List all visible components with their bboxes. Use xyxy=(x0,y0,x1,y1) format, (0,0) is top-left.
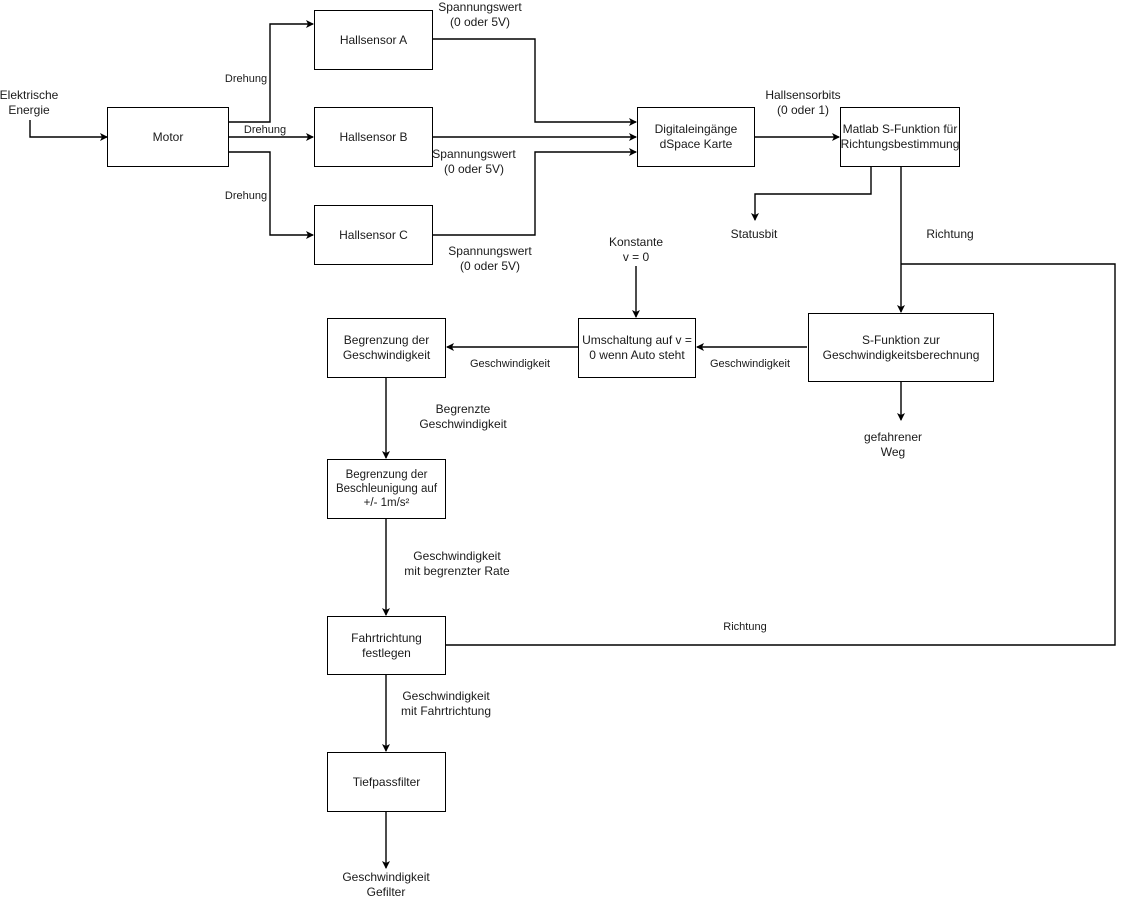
arrow-hall-a-dspace xyxy=(432,38,637,126)
label-voltage-c: Spannungswert (0 oder 5V) xyxy=(448,244,532,273)
block-limit-acceleration[interactable]: Begrenzung der Beschleunigung auf +/- 1m… xyxy=(327,459,446,519)
line-richtung-feedback xyxy=(446,263,1116,646)
label-richtung-bottom: Richtung xyxy=(723,621,767,633)
label-rate-limited: Geschwindigkeit mit begrenzter Rate xyxy=(404,549,510,578)
label-konstante: Konstante v = 0 xyxy=(608,235,664,264)
arrow-motor-hall-a xyxy=(228,20,314,123)
label-limited-speed: Begrenzte Geschwindigkeit xyxy=(419,402,507,431)
block-hallsensor-b[interactable]: Hallsensor B xyxy=(314,107,433,167)
label-energy: Elektrische Energie xyxy=(0,88,59,117)
label-statusbit: Statusbit xyxy=(730,227,778,241)
block-direction[interactable]: Fahrtrichtung festlegen xyxy=(327,616,446,675)
block-sfunction-speed[interactable]: S-Funktion zur Geschwindigkeitsberechnun… xyxy=(808,313,994,382)
label-speed-2: Geschwindigkeit xyxy=(469,358,551,370)
arrow-motor-hall-c xyxy=(228,151,314,239)
block-motor[interactable]: Motor xyxy=(107,107,229,167)
label-voltage-b: Spannungswert (0 oder 5V) xyxy=(432,147,516,176)
label-drehung-c: Drehung xyxy=(224,190,268,202)
label-speed-filtered: Geschwindigkeit Gefilter xyxy=(342,870,430,899)
block-hallsensor-c[interactable]: Hallsensor C xyxy=(314,205,433,265)
label-speed-1: Geschwindigkeit xyxy=(709,358,791,370)
label-hallsensorbits: Hallsensorbits (0 oder 1) xyxy=(765,88,841,117)
label-speed-direction: Geschwindigkeit mit Fahrtrichtung xyxy=(400,689,492,718)
arrow-matlab-statusbit xyxy=(751,166,872,221)
block-dspace[interactable]: Digitaleingänge dSpace Karte xyxy=(637,107,755,167)
label-voltage-a: Spannungswert (0 oder 5V) xyxy=(438,0,522,29)
label-drehung-a: Drehung xyxy=(224,73,268,85)
arrow-energy-motor xyxy=(29,120,108,141)
label-drehung-b: Drehung xyxy=(243,124,287,136)
block-hallsensor-a[interactable]: Hallsensor A xyxy=(314,10,433,70)
block-switch-v0[interactable]: Umschaltung auf v = 0 wenn Auto steht xyxy=(578,318,696,378)
block-limit-speed[interactable]: Begrenzung der Geschwindigkeit xyxy=(327,318,446,378)
label-richtung-top: Richtung xyxy=(926,227,974,241)
label-distance: gefahrener Weg xyxy=(863,430,923,459)
block-matlab-sfunction[interactable]: Matlab S-Funktion für Richtungsbestimmun… xyxy=(840,107,960,167)
arrow-hall-c-dspace xyxy=(432,148,637,236)
block-lowpass[interactable]: Tiefpassfilter xyxy=(327,752,446,812)
